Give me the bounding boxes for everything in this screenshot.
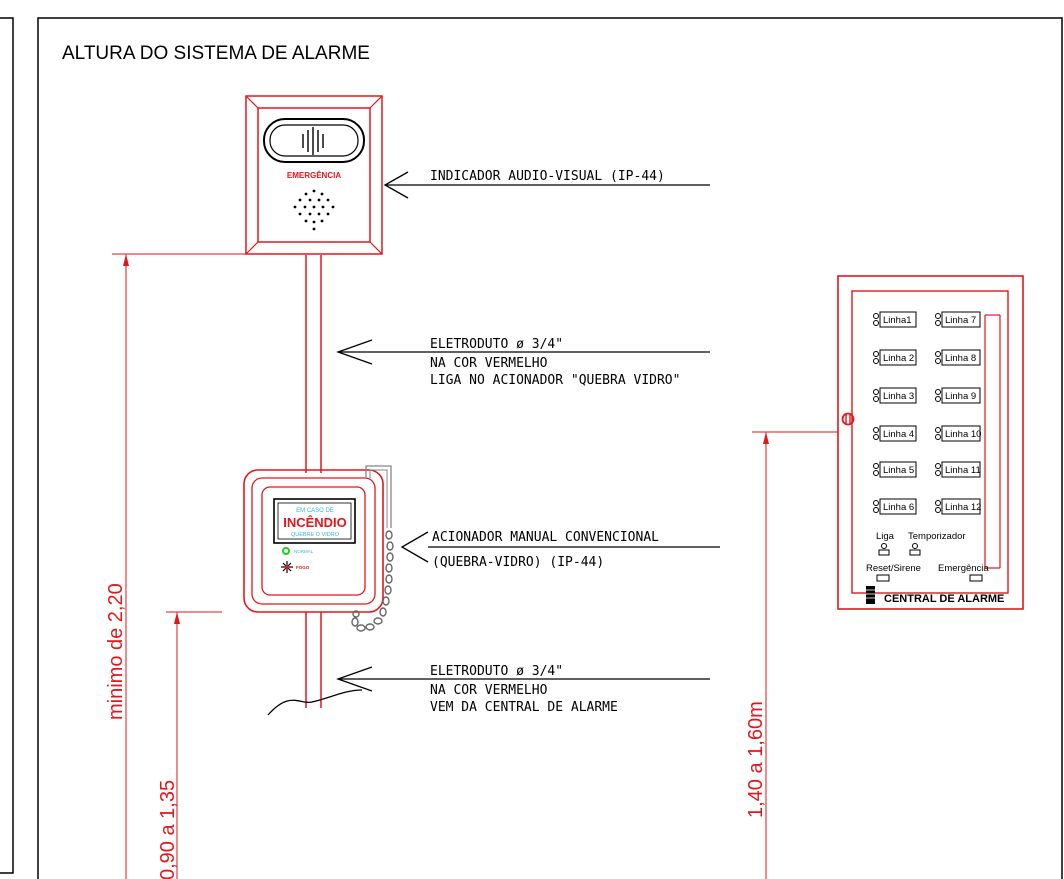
liga-indicator [878, 549, 890, 556]
zone-item: Linha 3 [873, 387, 917, 404]
buzzer-icon [866, 586, 875, 604]
zone-label: Linha 12 [945, 502, 981, 513]
dimension-station-height-text: 0,90 a 1,35 [157, 780, 179, 879]
emergencia-panel-label: Emergência [938, 563, 989, 574]
zone-label: Linha 4 [883, 429, 914, 440]
panel-lock-icon [841, 412, 855, 426]
zone-item: Linha 5 [873, 461, 917, 478]
upper-conduit-callout: ELETRODUTO ø 3/4" NA COR VERMELHO LIGA N… [336, 337, 710, 388]
indicator-callout: INDICADOR AUDIO-VISUAL (IP-44) [383, 169, 710, 199]
station-callout-line2: (QUEBRA-VIDRO) (IP-44) [432, 555, 604, 570]
zone-item: Linha1 [873, 311, 917, 328]
speaker-grille-icon [293, 189, 335, 231]
zone-list-right: Linha 7 Linha 8 Linha 9 Linha 10 Linha 1 [935, 311, 981, 515]
upper-conduit-line2: NA COR VERMELHO [430, 356, 548, 371]
zone-label: Linha 7 [945, 315, 976, 326]
main-sheet-border [37, 17, 1063, 879]
zone-label: Linha 5 [883, 465, 914, 476]
station-sub-text: QUEBRE O VIDRO [291, 532, 340, 538]
zone-item: Linha 10 [935, 425, 981, 442]
dimension-min-height: minimo de 2,20 [105, 253, 246, 879]
manual-call-point: EM CASO DE INCÊNDIO QUEBRE O VIDRO NORMA… [243, 465, 394, 632]
fogo-label: FOGO [296, 565, 310, 570]
dimension-panel-height-text: 1,40 a 1,60m [745, 701, 767, 818]
station-callout-line1: ACIONADOR MANUAL CONVENCIONAL [432, 530, 659, 545]
zone-item: Linha 4 [873, 425, 917, 442]
temporizador-label: Temporizador [908, 531, 966, 542]
strobe-lens [263, 118, 365, 163]
zone-label: Linha 6 [883, 502, 914, 513]
dimension-min-height-text: minimo de 2,20 [105, 583, 127, 720]
zone-label: Linha 9 [945, 391, 976, 402]
lower-conduit-line2: NA COR VERMELHO [430, 683, 548, 698]
lower-conduit-callout: ELETRODUTO ø 3/4" NA COR VERMELHO VEM DA… [336, 664, 710, 715]
conduit-pole [305, 255, 322, 708]
alarm-control-panel: Linha1 Linha 2 Linha 3 Linha 4 Linha 5 [837, 275, 1024, 610]
drawing-title: ALTURA DO SISTEMA DE ALARME [62, 43, 370, 64]
zone-item: Linha 9 [935, 387, 981, 404]
audio-visual-indicator: EMERGÊNCIA [245, 95, 383, 255]
normal-label: NORMAL [294, 549, 314, 554]
chain-icon [351, 530, 394, 632]
emergencia-label: EMERGÊNCIA [287, 171, 341, 180]
zone-label: Linha 8 [945, 353, 976, 364]
zone-label: Linha 11 [945, 465, 981, 476]
lower-conduit-line3: VEM DA CENTRAL DE ALARME [430, 700, 618, 715]
zone-item: Linha 7 [935, 311, 981, 328]
station-main-text: INCÊNDIO [283, 515, 347, 530]
temporizador-led-icon [912, 543, 918, 549]
zone-item: Linha 8 [935, 349, 981, 366]
reset-sirene-button[interactable] [876, 574, 890, 582]
glass-window [273, 498, 356, 544]
normal-led-icon [282, 547, 290, 555]
zone-item: Linha 12 [935, 498, 981, 515]
zone-item: Linha 6 [873, 498, 917, 515]
left-sheet-border [0, 17, 14, 874]
zone-label: Linha1 [883, 315, 912, 326]
temporizador-indicator [909, 549, 921, 556]
key-holder [365, 465, 392, 528]
dimension-panel-height: 1,40 a 1,60m [745, 431, 838, 879]
manual-station-callout: ACIONADOR MANUAL CONVENCIONAL (QUEBRA-VI… [400, 530, 720, 570]
upper-conduit-line3: LIGA NO ACIONADOR "QUEBRA VIDRO" [430, 373, 680, 388]
lower-conduit-line1: ELETRODUTO ø 3/4" [430, 664, 563, 679]
zone-list-left: Linha1 Linha 2 Linha 3 Linha 4 Linha 5 [873, 311, 917, 515]
zone-item: Linha 2 [873, 349, 917, 366]
zone-label: Linha 2 [883, 353, 914, 364]
liga-led-icon [881, 543, 887, 549]
panel-name: CENTRAL DE ALARME [884, 593, 1004, 605]
station-top-text: EM CASO DE [296, 508, 334, 514]
zone-item: Linha 11 [935, 461, 981, 478]
zone-label: Linha 3 [883, 391, 914, 402]
zone-label: Linha 10 [945, 429, 981, 440]
conduit-break-line [267, 689, 363, 716]
emergencia-button[interactable] [969, 574, 983, 582]
upper-conduit-line1: ELETRODUTO ø 3/4" [430, 337, 563, 352]
reset-sirene-label: Reset/Sirene [866, 563, 921, 574]
indicator-callout-text: INDICADOR AUDIO-VISUAL (IP-44) [430, 169, 665, 184]
dimension-station-height: 0,90 a 1,35 [157, 611, 222, 879]
liga-label: Liga [876, 531, 895, 542]
